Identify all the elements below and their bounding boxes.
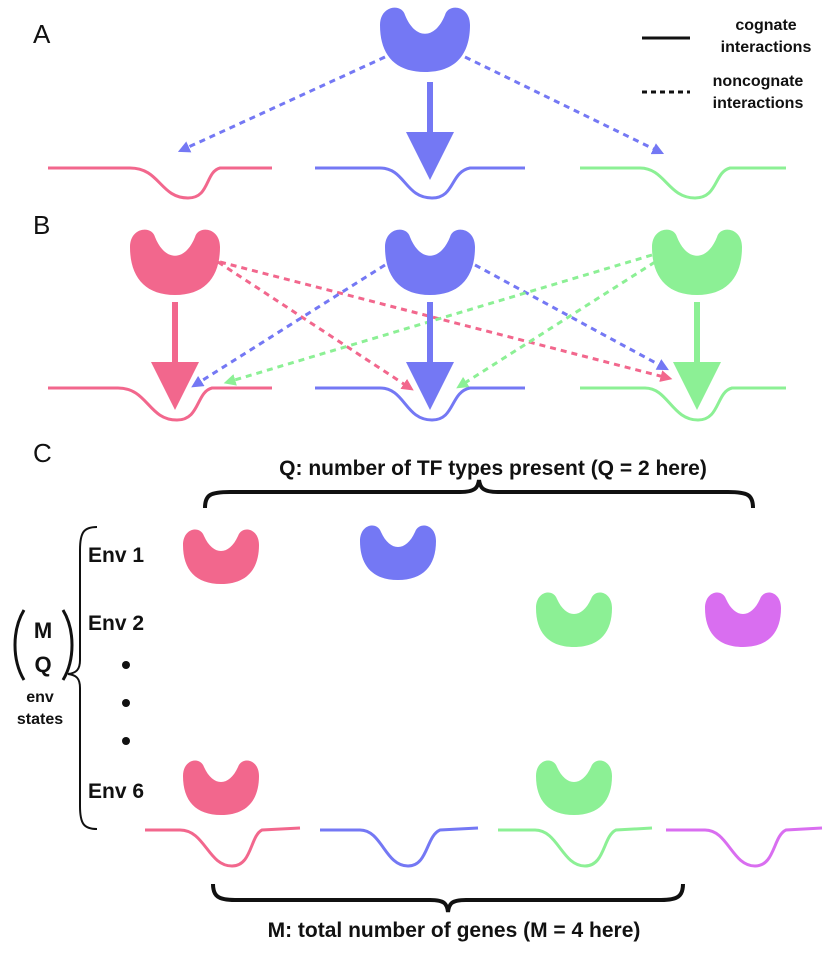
ellipsis-dot [122,699,130,707]
gene-site-green [580,166,786,200]
tf-protein-green [652,229,742,295]
env-label-2: Env 2 [88,612,144,635]
legend: cognate interactions noncognate interact… [642,17,811,112]
panel-label-b: B [33,210,50,240]
panel-b [48,229,786,422]
legend-noncognate-label-1: noncognate [713,73,804,90]
env-label-3: Env 6 [88,780,144,803]
gene-site-green [498,826,653,868]
ellipsis-dot [122,661,130,669]
panel-label-c: C [33,438,52,468]
left-brace [67,526,98,830]
gene-site-pink [48,386,272,422]
q-label: Q: number of TF types present (Q = 2 her… [279,457,707,480]
tf-protein-green [536,592,612,647]
tf-protein-pink [183,529,259,584]
ellipsis-dot [122,737,130,745]
gene-site-pink [145,826,301,868]
panel-c: Q: number of TF types present (Q = 2 her… [13,457,823,942]
env-label-1: Env 1 [88,544,144,567]
gene-site-blue [315,166,525,200]
noncognate-arrow-b-blue-pink [191,263,386,388]
noncognate-arrow-b-green-pink [223,253,653,386]
tf-protein-pink [183,760,259,815]
binom-top: M [34,618,52,643]
tf-protein-green [536,760,612,815]
gene-site-blue [320,826,479,868]
m-label: M: total number of genes (M = 4 here) [268,919,641,942]
tf-protein-blue [360,525,436,580]
env-states-label-1: env [26,689,54,706]
noncognate-arrow-a-green [464,55,665,155]
gene-site-green [580,386,786,422]
legend-cognate-label-2: interactions [721,39,812,56]
panel-a [48,7,786,200]
top-brace [203,479,755,509]
gene-site-purple [666,826,823,868]
tf-protein-blue [385,229,475,295]
legend-noncognate-label-2: interactions [713,95,804,112]
tf-protein-blue [380,7,470,73]
tf-protein-pink [130,229,220,295]
legend-cognate-label-1: cognate [735,17,796,34]
noncognate-arrow-b-pink-green [219,260,673,382]
panel-label-a: A [33,19,51,49]
tf-protein-purple [705,592,781,647]
noncognate-arrow-b-green-blue [456,260,656,389]
noncognate-arrow-b-blue-green [474,263,669,371]
binom-bottom: Q [34,652,51,677]
noncognate-arrow-a-pink [177,55,386,153]
binom-right-paren [61,609,74,681]
binom-left-paren [13,609,26,681]
gene-site-blue [315,386,525,422]
noncognate-arrow-b-pink-blue [217,260,414,391]
env-states-label-2: states [17,711,63,728]
gene-site-pink [48,166,272,200]
bottom-brace [211,883,685,913]
